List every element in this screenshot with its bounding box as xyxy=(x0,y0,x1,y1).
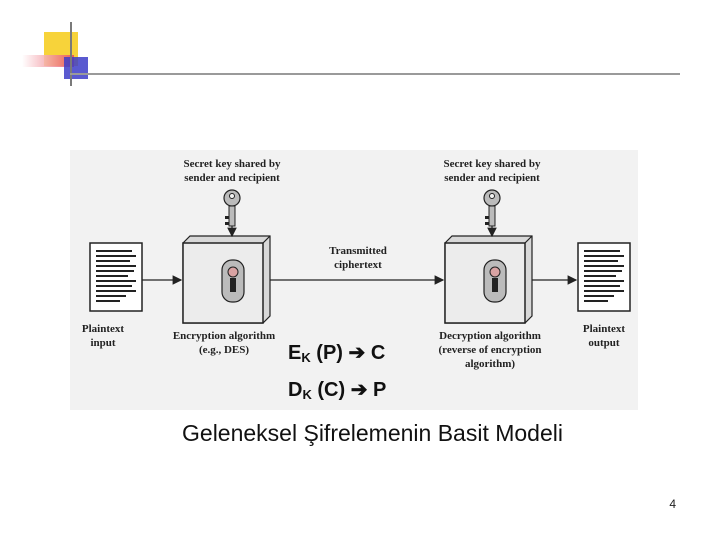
left-key-label: Secret key shared by sender and recipien… xyxy=(183,158,281,184)
corner-decoration xyxy=(0,0,720,90)
plaintext-output-document-icon xyxy=(577,242,631,312)
lock-icon xyxy=(483,259,507,303)
red-bar xyxy=(22,55,74,67)
encryption-equation-symbol: E xyxy=(288,342,302,364)
decryption-equation-rest: (C) ➔ P xyxy=(311,379,387,401)
encryption-model-diagram: Secret key shared by sender and recipien… xyxy=(70,150,638,410)
diagram-graphics xyxy=(89,189,631,324)
transmitted-ciphertext-label: Transmitted ciphertext xyxy=(329,245,387,271)
left-key-icon xyxy=(223,189,241,238)
vertical-rule xyxy=(70,22,72,86)
blue-square xyxy=(64,57,88,79)
plaintext-output-label: Plaintext output xyxy=(582,323,626,349)
decryption-equation-subscript: K xyxy=(302,387,312,402)
decryption-equation-symbol: D xyxy=(288,379,303,401)
decryption-equation: DK (C) ➔ P xyxy=(288,377,386,402)
plaintext-input-label: Plaintext input xyxy=(81,323,125,349)
encryption-equation: EK (P) ➔ C xyxy=(288,340,385,365)
right-key-icon xyxy=(483,189,501,238)
encryption-algorithm-label: Encryption algorithm (e.g., DES) xyxy=(172,330,276,356)
encryption-box xyxy=(182,235,271,324)
horizontal-rule xyxy=(70,73,680,75)
decryption-box xyxy=(444,235,533,324)
encryption-equation-rest: (P) ➔ C xyxy=(310,342,386,364)
slide-caption: Geleneksel Şifrelemenin Basit Modeli xyxy=(182,420,563,446)
plaintext-input-document-icon xyxy=(89,242,143,312)
right-key-label: Secret key shared by sender and recipien… xyxy=(443,158,541,184)
page-number: 4 xyxy=(669,497,676,511)
decryption-algorithm-label: Decryption algorithm (reverse of encrypt… xyxy=(438,330,542,370)
encryption-equation-subscript: K xyxy=(301,350,311,365)
lock-icon xyxy=(221,259,245,303)
